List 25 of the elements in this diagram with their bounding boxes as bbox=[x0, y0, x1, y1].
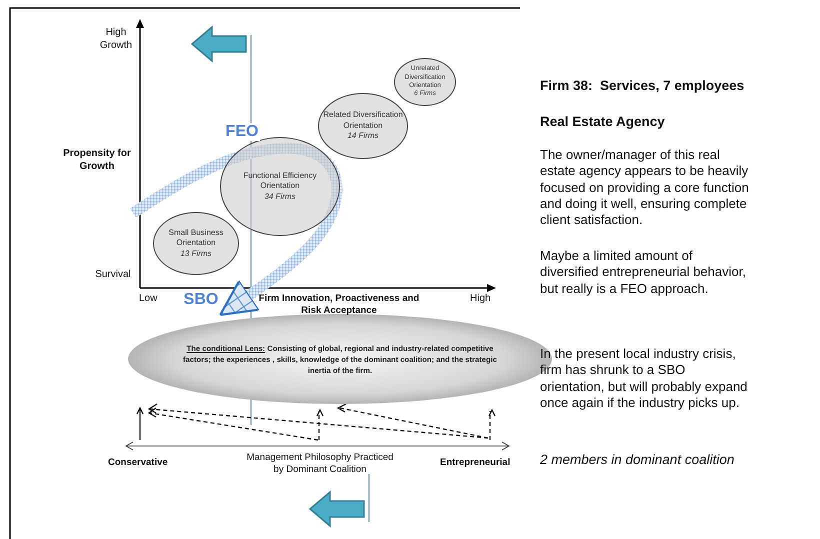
firm-count: 13 Firms bbox=[179, 248, 213, 260]
case-note: 2 members in dominant coalition bbox=[540, 452, 736, 469]
orientation-ellipse bbox=[318, 93, 408, 159]
axis-label: Survival bbox=[94, 269, 132, 282]
axis-title: Firm Innovation, Proactiveness and Risk Acceptance bbox=[258, 293, 420, 317]
orientation-name: Related Diversification Orientation bbox=[322, 110, 404, 132]
case-heading: Firm 38: Services, 7 employees bbox=[540, 78, 746, 95]
case-paragraph: In the present local industry crisis, firm has shrunk to a SBO orientation, but will probably expand once again if the industry picks up. bbox=[540, 346, 748, 411]
axis-title: Propensity for Growth bbox=[62, 148, 132, 173]
orientation-ellipse bbox=[394, 58, 456, 106]
curved-arrow bbox=[130, 142, 342, 316]
firm-count: 14 Firms bbox=[346, 131, 380, 142]
axis-label: Conservative bbox=[108, 457, 169, 469]
case-paragraph: Maybe a limited amount of diversified entrepreneurial behavior, but really is a FEO approach. bbox=[540, 248, 747, 297]
firm-count: 34 Firms bbox=[263, 192, 297, 202]
case-paragraph: The owner/manager of this real estate agency appears to be heavily focused on providing a core function and doing it well, ensuring complete client satisfaction. bbox=[540, 147, 750, 228]
orientation-name: Small Business Orientation bbox=[168, 228, 224, 249]
axis-label: High Growth bbox=[98, 27, 134, 52]
orientation-name: Functional Efficiency Orientation bbox=[242, 170, 318, 192]
axis-title: Management Philosophy Practiced by Dominant Coalition bbox=[246, 452, 394, 476]
orientation-abbreviation: FEO bbox=[224, 123, 260, 141]
axis-label: High bbox=[470, 293, 492, 306]
axis-label: Low bbox=[139, 293, 158, 306]
case-subheading: Real Estate Agency bbox=[540, 114, 666, 131]
axis-label: Entrepreneurial bbox=[440, 457, 512, 469]
